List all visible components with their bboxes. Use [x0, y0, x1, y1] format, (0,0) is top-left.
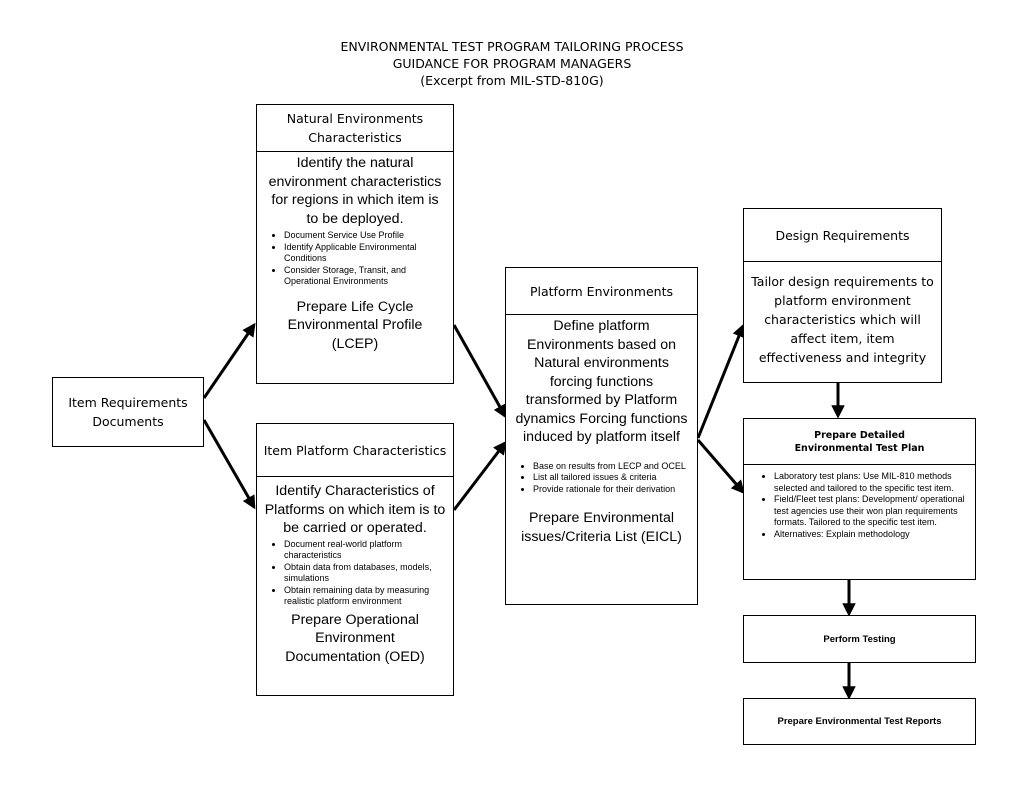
- list-item: Obtain data from databases, models, simu…: [284, 562, 453, 585]
- natural-prepare-lcep: Prepare Life Cycle Environmental Profile…: [287, 298, 423, 352]
- arrow-req-to-natural: [202, 322, 256, 399]
- test-reports-box: Prepare Environmental Test Reports: [743, 698, 976, 745]
- perform-testing-box: Perform Testing: [743, 615, 976, 663]
- test-plan-box: Prepare Detailed Environmental Test Plan…: [743, 418, 976, 580]
- design-requirements-description: Tailor design requirements to platform e…: [751, 274, 934, 365]
- design-requirements-header: Design Requirements: [744, 209, 941, 262]
- item-platform-prepare-oed: Prepare Operational Environment Document…: [285, 611, 425, 665]
- natural-description: Identify the natural environment charact…: [268, 155, 442, 227]
- test-plan-header: Prepare Detailed Environmental Test Plan: [744, 419, 975, 465]
- list-item: Alternatives: Explain methodology: [774, 529, 969, 541]
- item-requirements-line-1: Item Requirements: [68, 395, 188, 410]
- diagram-title: ENVIRONMENTAL TEST PROGRAM TAILORING PRO…: [0, 38, 1024, 89]
- list-item: List all tailored issues & criteria: [533, 472, 697, 484]
- test-plan-header-line-1: Prepare Detailed: [814, 429, 905, 441]
- test-plan-bullet-list: Laboratory test plans: Use MIL-810 metho…: [744, 471, 975, 540]
- natural-environments-box: Natural Environments Characteristics Ide…: [256, 104, 454, 384]
- item-platform-bullet-list: Document real-world platform characteris…: [257, 539, 453, 608]
- natural-header-line-1: Natural Environments: [286, 111, 424, 126]
- item-platform-header: Item Platform Characteristics: [257, 424, 453, 477]
- list-item: Document Service Use Profile: [284, 230, 453, 242]
- item-platform-description: Identify Characteristics of Platforms on…: [264, 483, 446, 536]
- platform-environments-description: Define platform Environments based on Na…: [515, 318, 688, 445]
- title-line-2: GUIDANCE FOR PROGRAM MANAGERS: [392, 56, 632, 71]
- arrow-platform-env-to-test-plan: [696, 439, 745, 495]
- arrow-platform-chars-to-platform-env: [452, 440, 507, 511]
- platform-environments-header: Platform Environments: [506, 268, 697, 315]
- arrow-platform-env-to-design: [696, 323, 746, 439]
- platform-environments-bullet-list: Base on results from LECP and OCEL List …: [506, 461, 697, 496]
- list-item: Base on results from LECP and OCEL: [533, 461, 697, 473]
- item-platform-box: Item Platform Characteristics Identify C…: [256, 423, 454, 696]
- list-item: Provide rationale for their derivation: [533, 484, 697, 496]
- perform-testing-label: Perform Testing: [823, 633, 896, 645]
- list-item: Obtain remaining data by measuring reali…: [284, 585, 453, 608]
- list-item: Identify Applicable Environmental Condit…: [284, 242, 453, 265]
- item-requirements-box: Item Requirements Documents: [52, 377, 204, 447]
- arrow-req-to-platform-chars: [202, 419, 256, 510]
- list-item: Document real-world platform characteris…: [284, 539, 453, 562]
- test-reports-label: Prepare Environmental Test Reports: [777, 716, 942, 727]
- list-item: Consider Storage, Transit, and Operation…: [284, 265, 453, 288]
- design-requirements-box: Design Requirements Tailor design requir…: [743, 208, 942, 383]
- arrow-natural-to-platform-env: [452, 324, 507, 419]
- platform-environments-box: Platform Environments Define platform En…: [505, 267, 698, 605]
- list-item: Field/Fleet test plans: Development/ ope…: [774, 494, 969, 529]
- platform-environments-prepare-eicl: Prepare Environmental issues/Criteria Li…: [521, 510, 682, 545]
- title-line-3: (Excerpt from MIL-STD-810G): [420, 73, 604, 88]
- list-item: Laboratory test plans: Use MIL-810 metho…: [774, 471, 969, 494]
- test-plan-header-line-2: Environmental Test Plan: [794, 442, 925, 454]
- item-requirements-line-2: Documents: [92, 414, 164, 429]
- natural-bullet-list: Document Service Use Profile Identify Ap…: [257, 230, 453, 288]
- natural-header-line-2: Characteristics: [308, 130, 402, 145]
- natural-environments-header: Natural Environments Characteristics: [257, 105, 453, 152]
- title-line-1: ENVIRONMENTAL TEST PROGRAM TAILORING PRO…: [340, 39, 684, 54]
